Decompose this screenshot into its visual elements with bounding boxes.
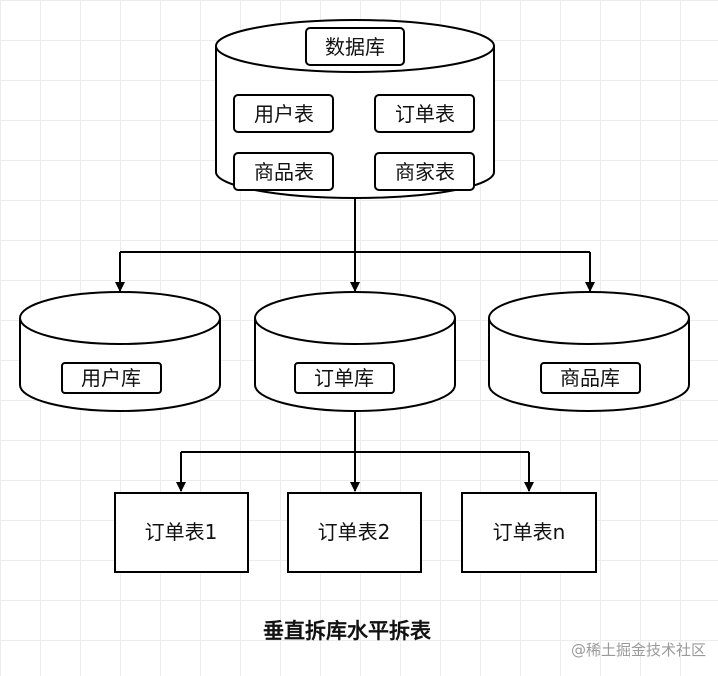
order-db-to-tables-edges [176,411,534,492]
product-table-label: 商品表 [254,160,314,184]
order-table-n-box: 订单表n [461,492,597,573]
order-table-1-box: 订单表1 [114,492,249,573]
watermark: @稀土掘金技术社区 [571,641,706,659]
database-label: 数据库 [325,35,385,59]
user-table-label: 用户表 [254,102,314,126]
order-table-label: 订单表 [395,102,455,126]
diagram-caption: 垂直拆库水平拆表 [263,619,432,643]
product-db-cylinder: 商品库 [488,291,690,412]
main-database-cylinder: 数据库 用户表 订单表 商品表 商家表 [215,19,495,199]
order-table-1-label: 订单表1 [145,520,218,544]
user-db-label: 用户库 [81,366,141,390]
product-db-label: 商品库 [560,366,620,390]
order-db-cylinder: 订单库 [254,291,456,412]
user-db-cylinder: 用户库 [19,291,221,412]
order-table-2-box: 订单表2 [287,492,422,573]
order-db-label: 订单库 [314,366,374,390]
merchant-table-label: 商家表 [395,160,455,184]
order-table-n-label: 订单表n [493,520,566,544]
order-table-2-label: 订单表2 [318,520,391,544]
database-to-shards-edges [115,198,595,292]
